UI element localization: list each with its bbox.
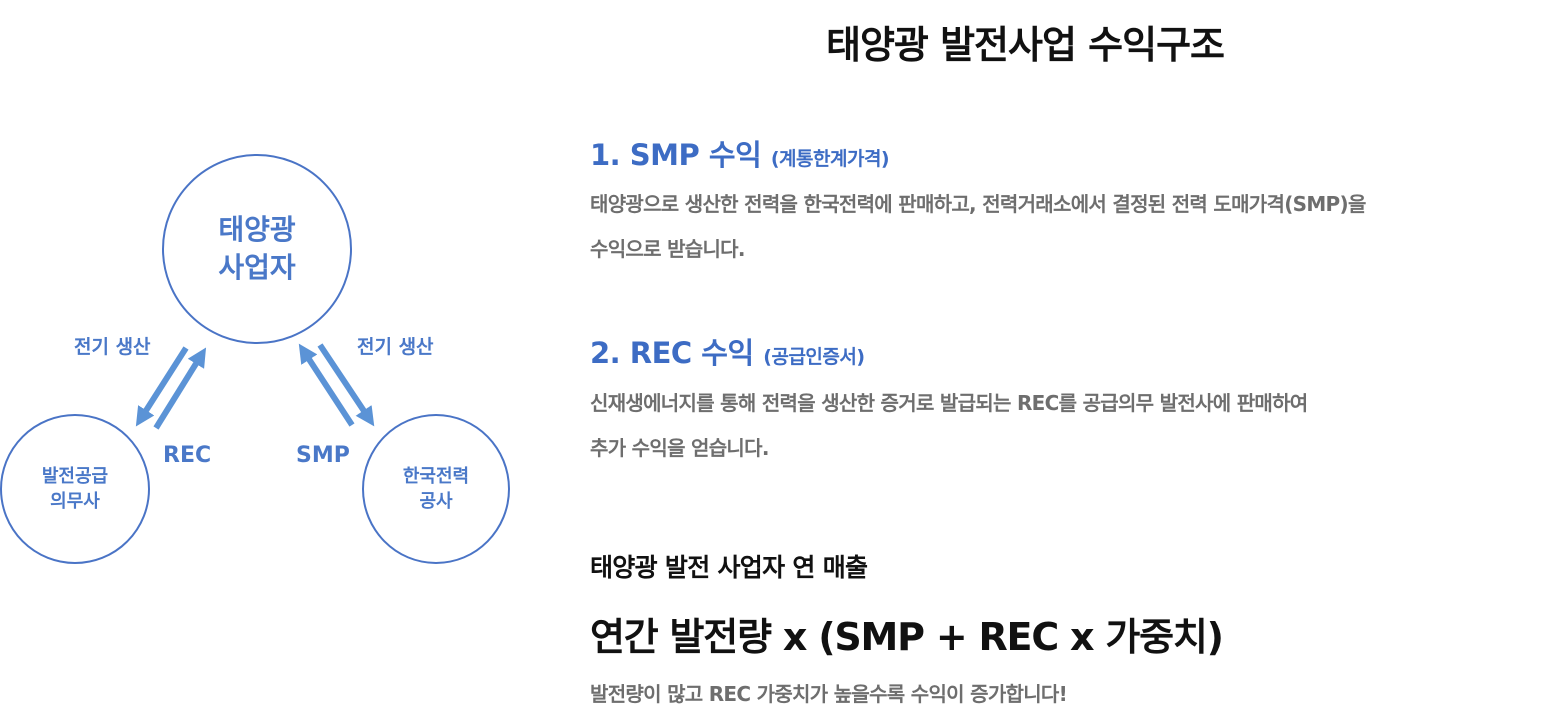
label-right-generation: 전기 생산: [357, 336, 434, 358]
rec-description-line2: 추가 수익을 얻습니다.: [590, 436, 769, 460]
node-kepco-line1: 한국전력: [402, 466, 470, 487]
rec-description-line1: 신재생에너지를 통해 전력을 생산한 증거로 발급되는 REC를 공급의무 발전…: [590, 391, 1308, 415]
smp-description-line2: 수익으로 받습니다.: [590, 237, 745, 261]
smp-description-line1: 태양광으로 생산한 전력을 한국전력에 판매하고, 전력거래소에서 결정된 전력…: [590, 192, 1366, 216]
rec-subheading: (공급인증서): [763, 346, 865, 368]
annual-revenue-label: 태양광 발전 사업자 연 매출: [590, 553, 868, 582]
arrow-right-to-top: [298, 343, 355, 427]
node-solar-operator-line1: 태양광: [218, 213, 296, 246]
node-obligated-supplier-line2: 의무사: [50, 491, 100, 512]
arrow-top-to-right: [317, 343, 375, 427]
arrow-left-to-top: [153, 347, 207, 430]
revenue-note: 발전량이 많고 REC 가중치가 높을수록 수익이 증가합니다!: [590, 682, 1068, 706]
rec-heading-text: 2. REC 수익: [590, 336, 754, 370]
node-solar-operator-line2: 사업자: [218, 251, 296, 284]
node-obligated-supplier: 발전공급 의무사: [0, 414, 150, 564]
node-solar-operator: 태양광 사업자: [162, 154, 352, 344]
smp-heading-text: 1. SMP 수익: [590, 138, 762, 172]
label-left-generation: 전기 생산: [74, 336, 151, 358]
smp-subheading: (계통한계가격): [770, 148, 890, 170]
page-title: 태양광 발전사업 수익구조: [825, 23, 1225, 67]
smp-section-heading: 1. SMP 수익 (계통한계가격): [590, 132, 890, 174]
arrow-top-to-left: [135, 346, 189, 427]
node-kepco: 한국전력 공사: [362, 414, 510, 564]
revenue-formula: 연간 발전량 x (SMP + REC x 가중치): [590, 615, 1224, 659]
node-kepco-line2: 공사: [419, 491, 453, 512]
node-obligated-supplier-line1: 발전공급: [41, 466, 109, 487]
rec-section-heading: 2. REC 수익 (공급인증서): [590, 330, 865, 372]
label-rec: REC: [163, 443, 212, 468]
flow-arrows: [135, 343, 375, 430]
label-smp: SMP: [296, 443, 350, 468]
